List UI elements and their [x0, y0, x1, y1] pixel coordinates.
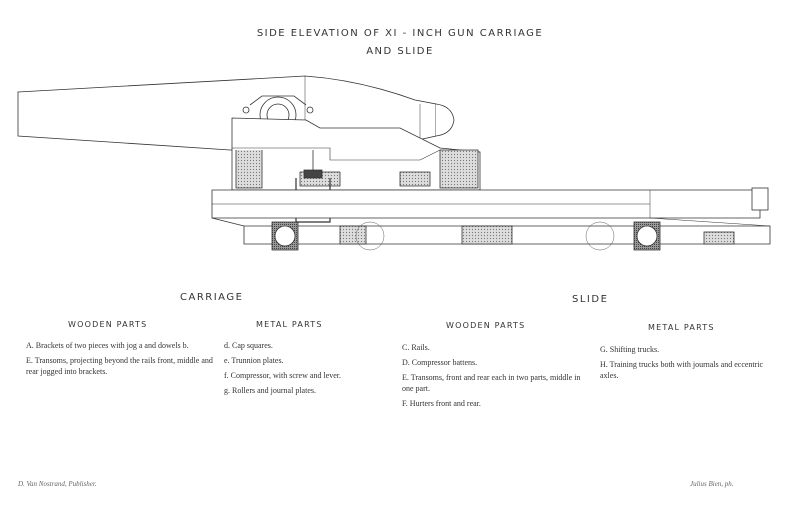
slide-wooden-list: C. Rails. D. Compressor battens. E. Tran…	[402, 342, 592, 413]
list-item: H. Training trucks both with journals an…	[600, 360, 764, 380]
list-item: e. Trunnion plates.	[224, 356, 284, 365]
list-item: C. Rails.	[402, 343, 430, 352]
list-item: E. Transoms, projecting beyond the rails…	[26, 356, 213, 376]
carriage-heading: CARRIAGE	[180, 292, 244, 303]
publisher-credit: D. Van Nostrand, Publisher.	[18, 480, 97, 488]
training-truck-front	[633, 221, 661, 251]
list-item: f. Compressor, with screw and lever.	[224, 371, 341, 380]
carriage-wooden-heading: WOODEN PARTS	[68, 320, 148, 329]
slide-metal-list: G. Shifting trucks. H. Training trucks b…	[600, 344, 780, 385]
list-item: D. Compressor battens.	[402, 358, 478, 367]
engraver-credit: Julius Bien, ph.	[690, 480, 734, 488]
plate-subtitle: AND SLIDE	[366, 46, 434, 57]
slide-wooden-heading: WOODEN PARTS	[446, 321, 526, 330]
slide-metal-heading: METAL PARTS	[648, 323, 715, 332]
list-item: g. Rollers and journal plates.	[224, 386, 316, 395]
list-item: G. Shifting trucks.	[600, 345, 660, 354]
list-item: A. Brackets of two pieces with jog a and…	[26, 341, 189, 350]
list-item: d. Cap squares.	[224, 341, 273, 350]
carriage-wooden-list: A. Brackets of two pieces with jog a and…	[26, 340, 216, 381]
plate-title: SIDE ELEVATION OF XI - INCH GUN CARRIAGE	[256, 28, 544, 39]
list-item: E. Transoms, front and rear each in two …	[402, 373, 581, 393]
slide-heading: SLIDE	[572, 294, 609, 305]
carriage-metal-list: d. Cap squares. e. Trunnion plates. f. C…	[224, 340, 394, 400]
shifting-truck-rear	[271, 221, 299, 251]
carriage-metal-heading: METAL PARTS	[256, 320, 323, 329]
list-item: F. Hurters front and rear.	[402, 399, 481, 408]
